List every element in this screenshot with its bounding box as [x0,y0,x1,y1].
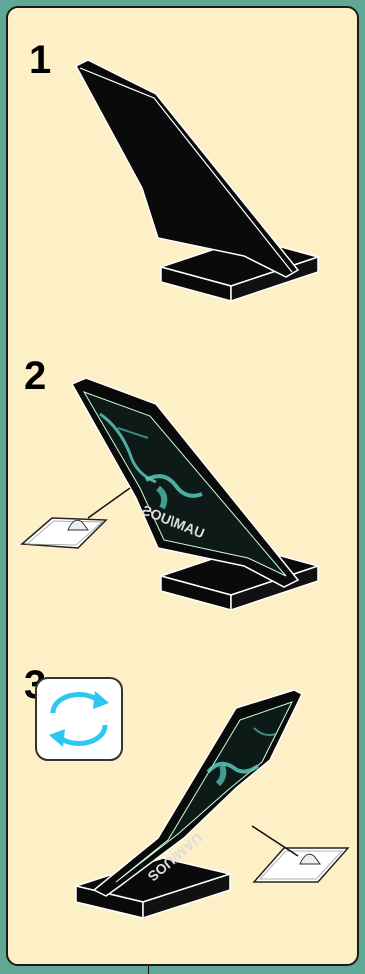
instruction-panel: 1 2 UAM/UOS 3 [6,6,359,966]
page-tick [148,966,149,974]
step-2-tail-illustration: UAM/UOS [8,338,361,668]
sticker-sheet [22,518,106,548]
tail-fin [76,60,298,277]
sticker-pointer-step3 [252,826,298,856]
sticker-sheet-step3 [254,848,348,882]
step-3-tail-illustration: UAM/UOS [8,668,361,968]
step-1-tail-illustration [8,8,361,328]
sticker-pointer [88,488,130,518]
